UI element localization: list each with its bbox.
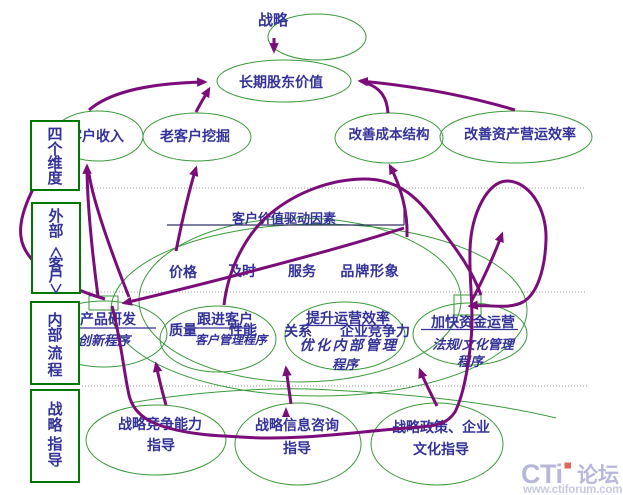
svg-text:价格: 价格 [169, 264, 198, 280]
svg-text:户: 户 [48, 267, 63, 285]
svg-text:优化内部管理: 优化内部管理 [300, 337, 399, 353]
svg-text:维: 维 [47, 154, 62, 172]
svg-text:法规/文化管理: 法规/文化管理 [432, 337, 516, 352]
svg-text:略: 略 [47, 416, 63, 434]
svg-text:文化指导: 文化指导 [413, 441, 469, 457]
svg-text:客户管理程序: 客户管理程序 [195, 333, 269, 347]
svg-text:CTi: CTi [521, 459, 563, 489]
svg-text:服务: 服务 [288, 263, 317, 279]
svg-text:程: 程 [47, 362, 62, 379]
svg-text:创新程序: 创新程序 [78, 333, 133, 348]
svg-text:提升运营效率: 提升运营效率 [306, 310, 390, 326]
svg-text:企业竞争力: 企业竞争力 [339, 323, 410, 339]
svg-text:产品研发: 产品研发 [80, 311, 137, 327]
svg-text:www.ctiforum.com: www.ctiforum.com [522, 484, 622, 495]
svg-text:战略政策、企业: 战略政策、企业 [392, 419, 490, 435]
svg-text:论坛: 论坛 [577, 463, 619, 487]
svg-text:内: 内 [47, 311, 62, 329]
svg-text:指: 指 [47, 435, 62, 453]
svg-text:战略: 战略 [258, 11, 289, 29]
svg-text:导: 导 [47, 452, 62, 469]
svg-text:战略信息咨询: 战略信息咨询 [255, 417, 339, 433]
svg-text:客户收入: 客户收入 [67, 128, 124, 144]
svg-text:四: 四 [47, 126, 62, 143]
svg-text:客: 客 [47, 255, 64, 273]
svg-text:品牌形象: 品牌形象 [340, 263, 399, 279]
svg-text:改善资产营运效率: 改善资产营运效率 [464, 126, 576, 142]
svg-text:指导: 指导 [147, 437, 175, 453]
svg-text:部: 部 [48, 222, 63, 240]
svg-text:外: 外 [47, 207, 63, 225]
svg-text:跟进客户: 跟进客户 [197, 311, 253, 327]
svg-text:战: 战 [47, 400, 62, 418]
svg-text:老客户挖掘: 老客户挖掘 [160, 128, 230, 144]
svg-text:质量: 质量 [169, 322, 197, 338]
svg-text:程序: 程序 [457, 354, 486, 369]
svg-text:流: 流 [47, 344, 62, 362]
svg-text:客户价值驱动因素: 客户价值驱动因素 [232, 211, 336, 226]
svg-text:改善成本结构: 改善成本结构 [349, 126, 430, 142]
svg-text:度: 度 [47, 169, 63, 187]
svg-text:指导: 指导 [283, 440, 311, 456]
svg-text:程序: 程序 [332, 357, 361, 372]
svg-text:关系: 关系 [284, 323, 312, 339]
svg-text:长期股东价值: 长期股东价值 [239, 74, 323, 90]
svg-text:个: 个 [46, 140, 63, 158]
svg-text:部: 部 [47, 326, 62, 344]
svg-text:性能: 性能 [229, 322, 257, 338]
